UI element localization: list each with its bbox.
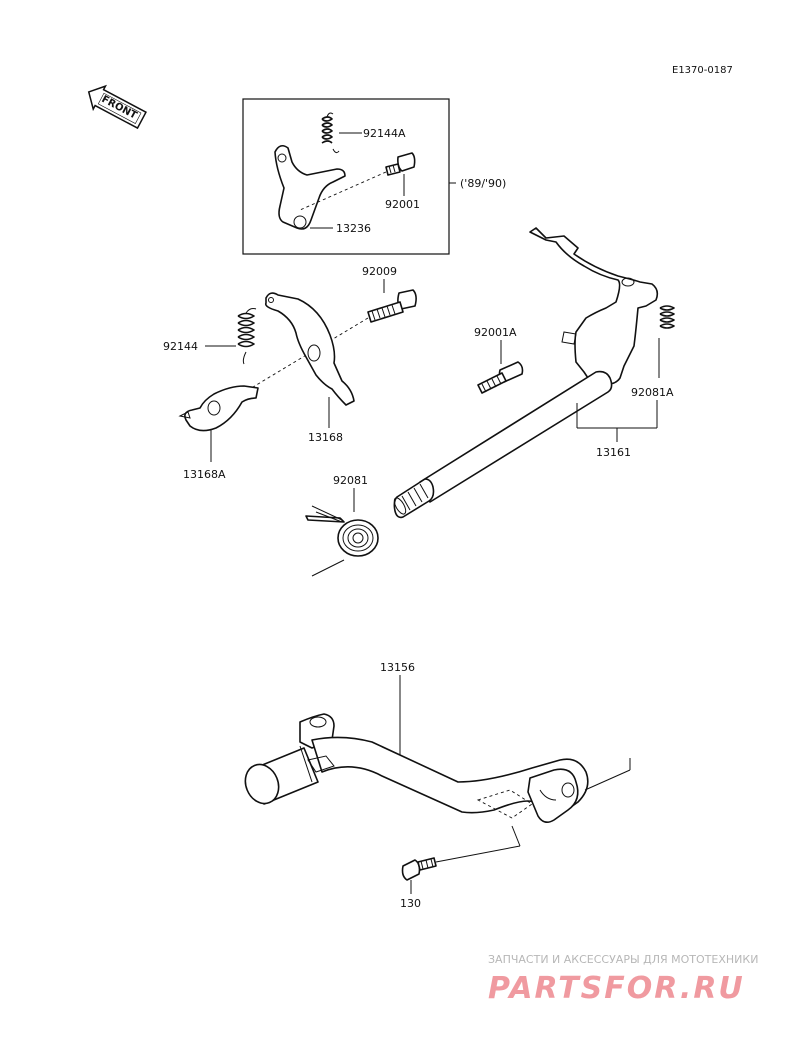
label-13236: 13236 [336, 222, 371, 235]
label-92081A: 92081A [631, 386, 674, 399]
diagram-code: E1370-0187 [672, 65, 733, 76]
bolt-130 [401, 857, 437, 881]
plate-13168A [178, 385, 259, 432]
watermark-caption: ЗАПЧАСТИ И АКСЕССУАРЫ ДЛЯ МОТОТЕХНИКИ [488, 953, 758, 966]
shift-shaft-13161 [393, 227, 659, 519]
torsion-spring-92081 [305, 505, 379, 557]
stud-bolt-92001A [477, 361, 524, 394]
label-130: 130 [400, 897, 421, 910]
spring-92081A [659, 305, 675, 329]
bolt-92009 [367, 289, 417, 323]
spring-92144A [321, 112, 340, 154]
label-92144A: 92144A [363, 127, 406, 140]
watermark-logo: PARTSFOR.RU [488, 971, 745, 1006]
spring-92144 [237, 308, 257, 365]
label-13161: 13161 [596, 446, 631, 459]
front-arrow-icon [87, 84, 147, 130]
label-92144: 92144 [163, 340, 198, 353]
variant-box [242, 98, 450, 255]
bolt-92001 [385, 152, 416, 176]
label-13168A: 13168A [183, 468, 226, 481]
label-92001A: 92001A [474, 326, 517, 339]
label-92081: 92081 [333, 474, 368, 487]
label-92001: 92001 [385, 198, 420, 211]
label-92009: 92009 [362, 265, 397, 278]
label-13156: 13156 [380, 661, 415, 674]
label-13168: 13168 [308, 431, 343, 444]
variant-note: ('89/'90) [460, 177, 506, 190]
plate-13168 [264, 292, 355, 406]
plate-13236 [274, 144, 346, 230]
shift-pedal-13156 [244, 713, 589, 824]
